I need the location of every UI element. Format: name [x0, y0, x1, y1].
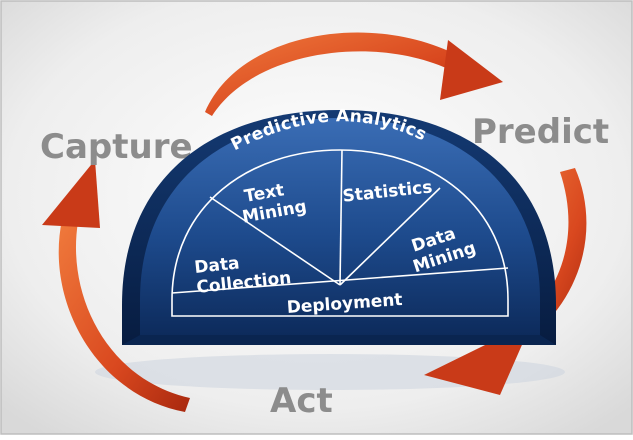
dome-base-edge: [122, 335, 556, 345]
dome-inner-outline: [171, 149, 509, 317]
act-label: Act: [270, 381, 333, 421]
divider-line-2: [339, 149, 343, 286]
dome-face: [140, 118, 540, 335]
divider-line-3: [339, 187, 441, 286]
predict-label: Predict: [472, 112, 609, 152]
capture-label: Capture: [40, 127, 193, 167]
dome: [122, 110, 556, 345]
divider-line-1: [209, 196, 341, 286]
arrow-top-icon: [205, 32, 503, 116]
arrow-left-icon: [42, 160, 190, 412]
